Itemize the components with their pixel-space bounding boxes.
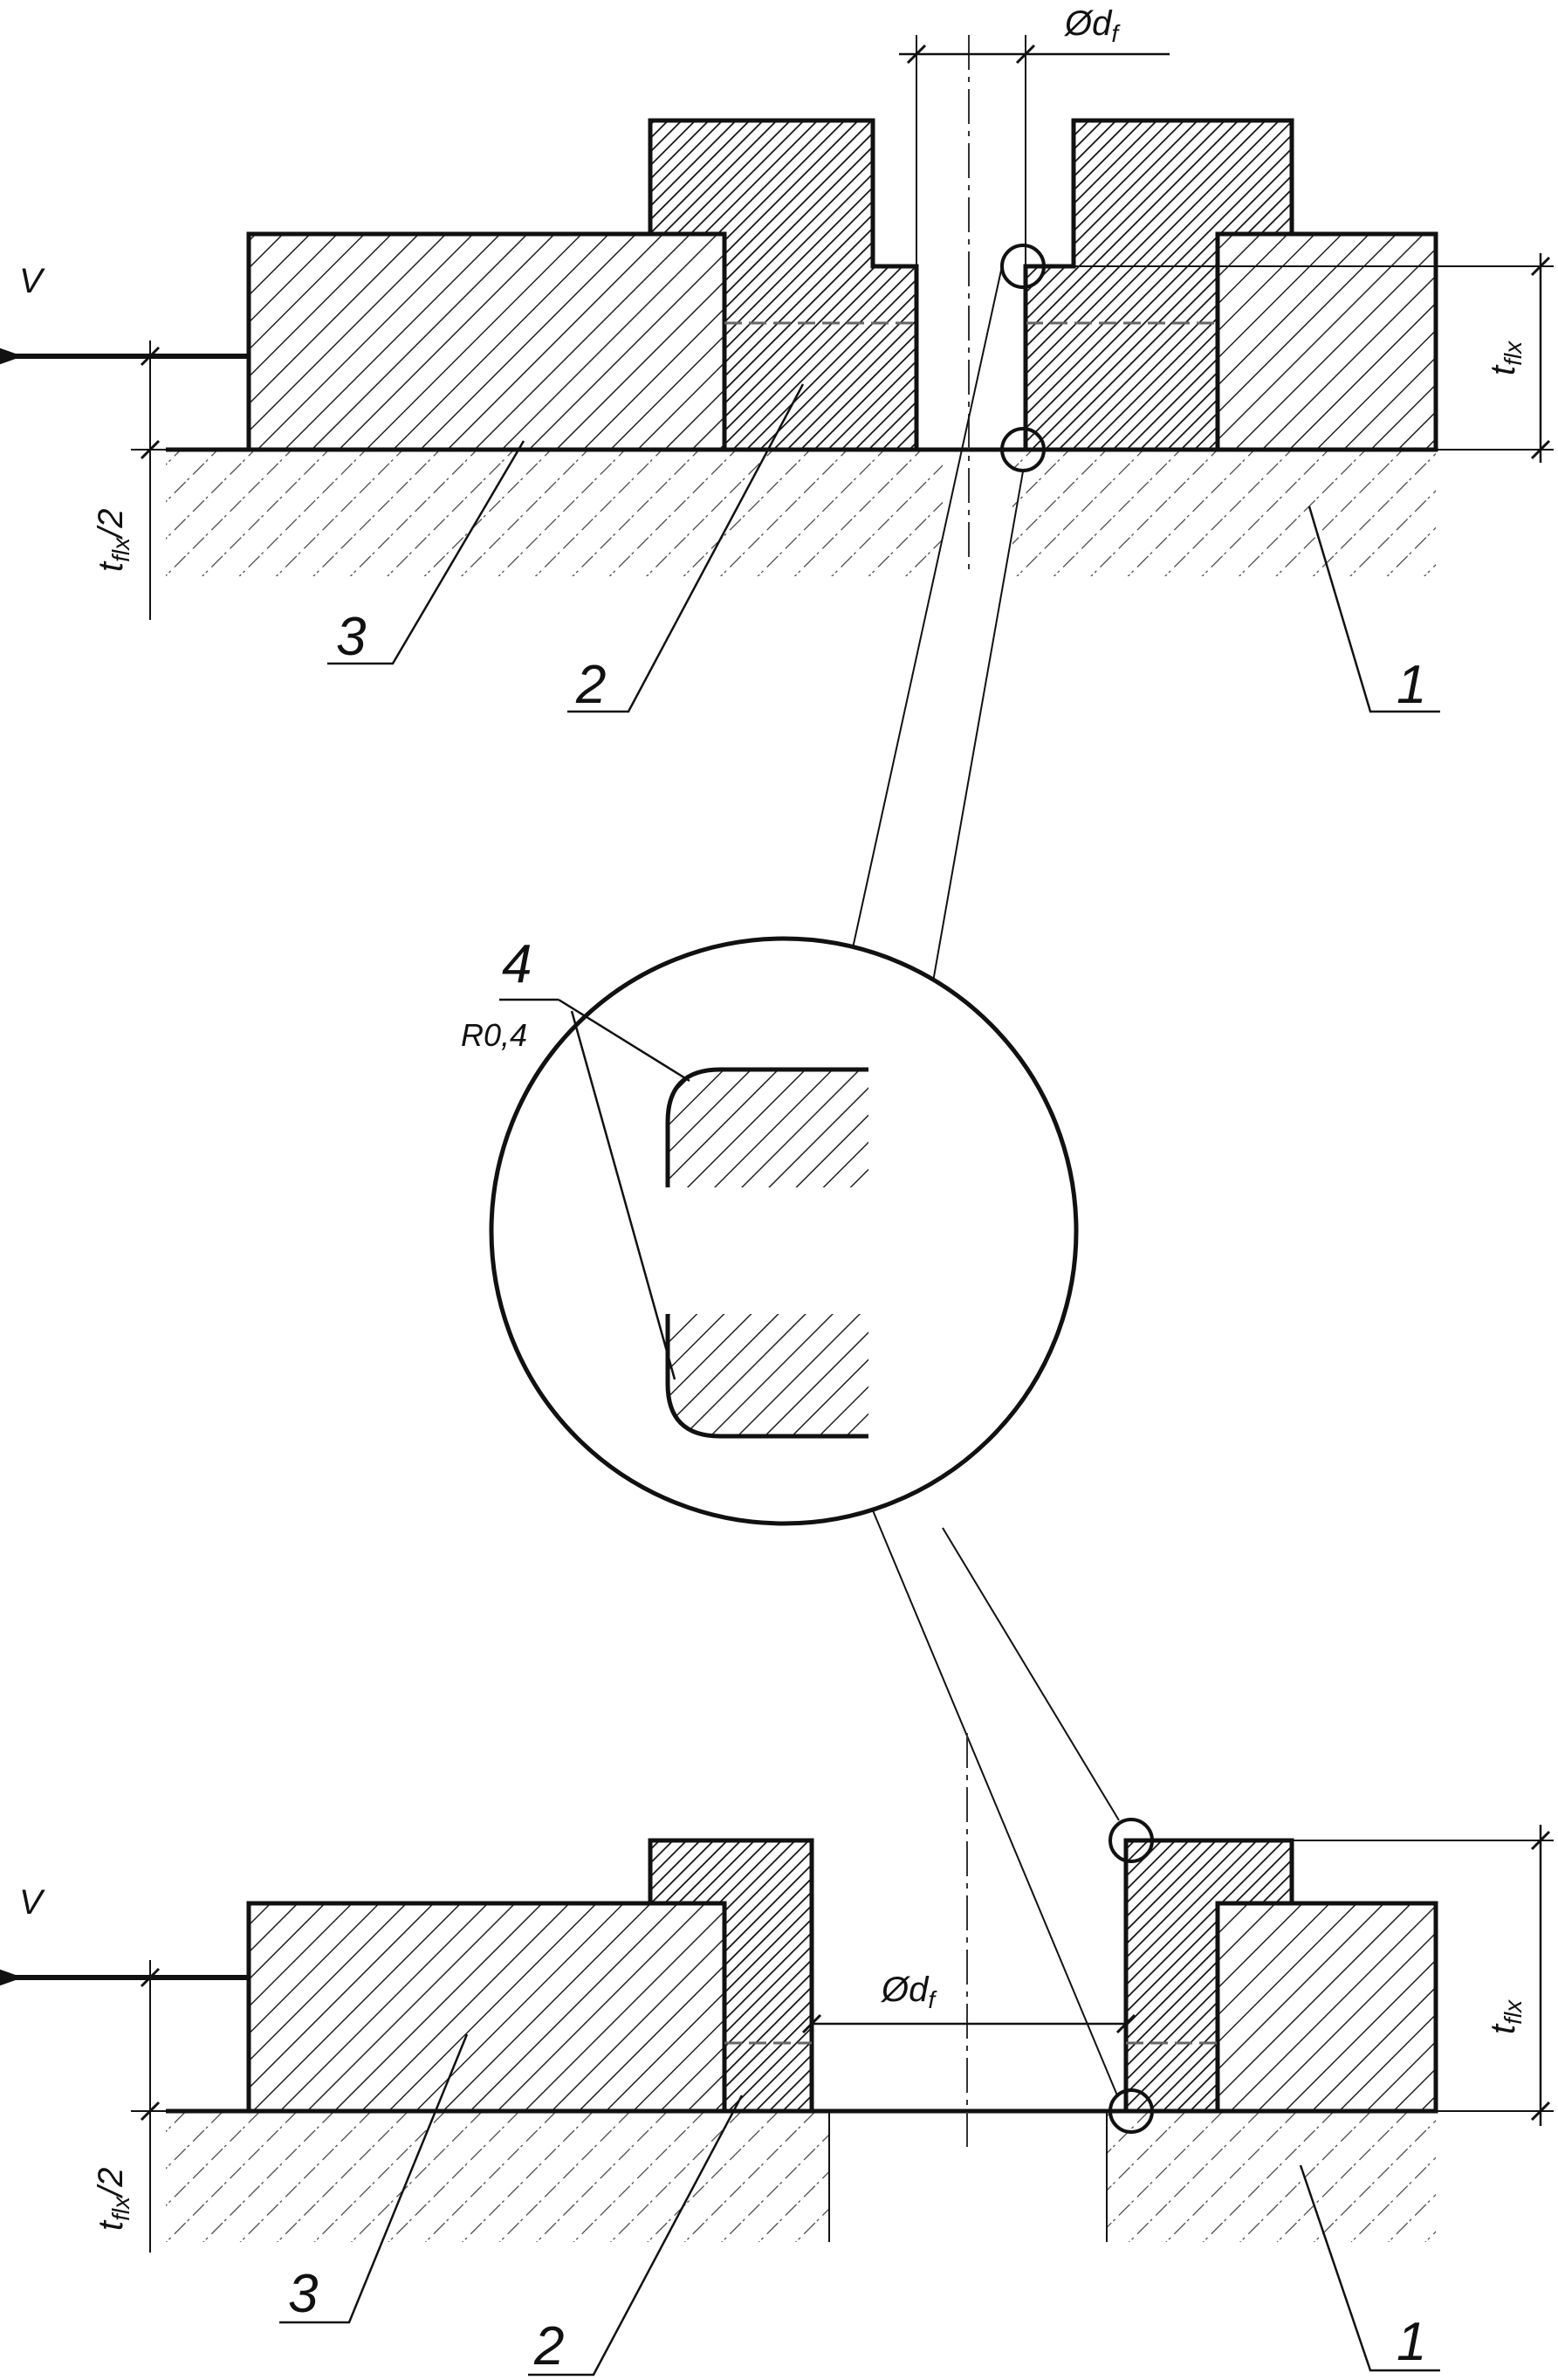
top-diameter-tick-left (906, 44, 927, 65)
top-half-thickness-label: tflx/2 (92, 509, 134, 572)
top-thk-tick-bot (1530, 439, 1551, 460)
top-detail-circle-lower (1000, 427, 1046, 472)
bottom-diameter-tick-right (1115, 2013, 1136, 2034)
bottom-velocity-label: V (19, 1883, 45, 1922)
top-leader-3 (327, 440, 525, 665)
top-view: Ødf tflx V tflx/2 3 2 1 (0, 4, 1554, 715)
top-block-3 (246, 231, 727, 452)
detail-radius-leader-bot (570, 1010, 676, 1380)
bottom-thickness-label: tflx (1484, 1999, 1527, 2034)
detail-edge-upper (668, 1070, 868, 1187)
detail-edge-lower-outline (665, 1314, 868, 1439)
bottom-insert-2-left (648, 1838, 814, 2114)
bottom-callout-1: 1 (1397, 2312, 1426, 2372)
bottom-detail-circle-upper (1108, 1818, 1154, 1863)
bottom-half-tick-top (140, 1967, 161, 1988)
bottom-callout-2: 2 (533, 2316, 564, 2377)
top-callout-1: 1 (1397, 655, 1426, 715)
top-diameter-tick-right (1015, 44, 1036, 65)
detail-link-line-left (850, 265, 1003, 957)
top-base-plate-left (166, 450, 943, 576)
bottom-base-plate-left (166, 2111, 829, 2242)
top-block-right (1215, 231, 1438, 452)
top-thickness-label: tflx (1484, 340, 1527, 375)
top-base-plate-right (1012, 450, 1436, 576)
top-leader-2 (567, 383, 805, 713)
bottom-thk-tick-bot (1530, 2101, 1551, 2122)
bottom-diameter-label: Ødf (880, 1971, 937, 2013)
bottom-half-thickness-label: tflx/2 (92, 2168, 134, 2231)
detail-view: 4 R0,4 (461, 265, 1120, 2096)
bottom-diameter-tick-left (801, 2013, 822, 2034)
bottom-block-right (1215, 1901, 1438, 2114)
detail-edge-lower (668, 1314, 868, 1436)
top-diameter-label: Ødf (1063, 4, 1121, 47)
top-half-tick-bot (140, 439, 161, 460)
detail-callout-4: 4 (502, 934, 532, 994)
detail-edge-upper-outline (665, 1067, 868, 1187)
detail-magnifier-circle (489, 936, 1079, 1526)
bottom-leader-2 (528, 2095, 744, 2377)
bottom-half-tick-bot (140, 2101, 161, 2122)
bottom-leader-1 (1299, 2164, 1440, 2372)
bottom-view: Ødf tflx V tflx/2 3 2 1 (0, 1733, 1554, 2377)
detail-radius-leader-top (558, 998, 690, 1083)
top-thk-tick-top (1530, 256, 1551, 277)
detail-link-line-bot-right (942, 1527, 1120, 1821)
bottom-detail-circle-lower (1108, 2088, 1154, 2134)
detail-link-line-bot-left (872, 1510, 1118, 2096)
bottom-leader-3 (279, 2033, 469, 2324)
top-half-tick-top (140, 346, 161, 367)
detail-radius-label: R0,4 (461, 1017, 527, 1053)
bottom-thk-tick-top (1530, 1830, 1551, 1851)
bottom-base-plate-right (1107, 2111, 1436, 2242)
top-callout-2: 2 (575, 655, 606, 715)
top-leader-1 (1307, 506, 1440, 713)
top-callout-3: 3 (336, 607, 366, 667)
top-velocity-label: V (19, 262, 45, 300)
bottom-callout-3: 3 (288, 2264, 318, 2324)
detail-link-line-right (931, 471, 1024, 987)
bottom-block-3 (246, 1901, 727, 2114)
